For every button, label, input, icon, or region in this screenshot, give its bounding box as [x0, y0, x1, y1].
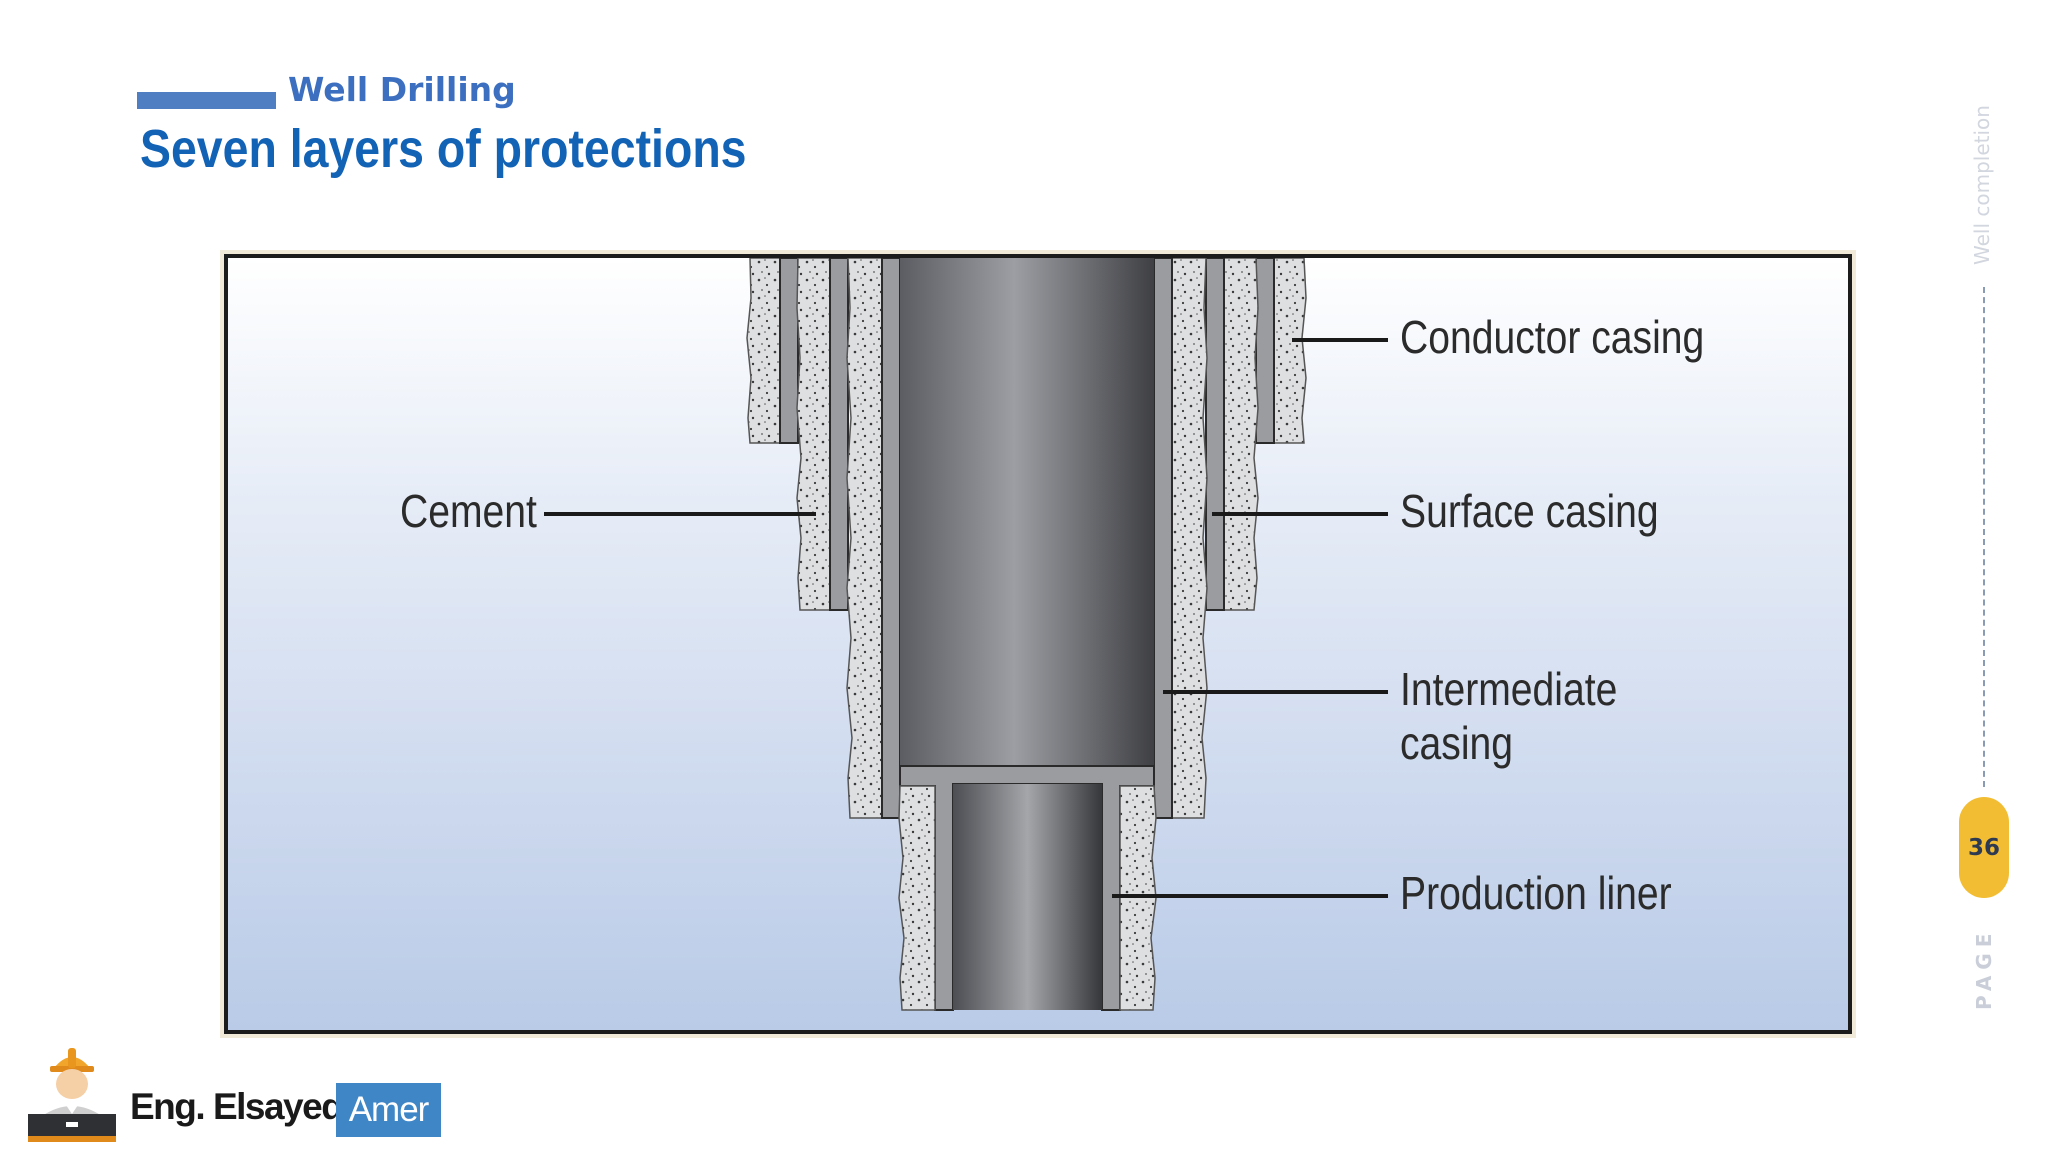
cement-band — [746, 258, 781, 444]
intermediate-casing-label-line2: casing — [1400, 717, 1514, 769]
conductor-casing-label: Conductor casing — [1400, 311, 1705, 363]
cement-band — [898, 785, 936, 1011]
cement-band — [1171, 258, 1208, 819]
conductor-casing-wall — [779, 258, 799, 444]
cement-label: Cement — [400, 485, 537, 537]
main-wellbore — [900, 258, 1154, 766]
intermediate-casing-wall — [1153, 258, 1173, 819]
well-casing-diagram: Cement Conductor casing Surface casing I… — [224, 254, 1852, 1034]
page-word-label: PAGE — [1972, 927, 1996, 1010]
surface-casing-wall — [829, 258, 849, 611]
author-badge: Amer — [336, 1083, 441, 1137]
surface-casing-wall — [1205, 258, 1225, 611]
author-badge-text: Amer — [348, 1090, 430, 1129]
intermediate-casing-wall — [881, 258, 901, 819]
page-number-badge: 36 — [1959, 797, 2009, 898]
slide-title: Seven layers of protections — [140, 119, 747, 179]
section-subtitle: Well Drilling — [288, 70, 516, 109]
section-side-label: Well completion — [1970, 105, 1994, 265]
page-number: 36 — [1967, 834, 2000, 861]
production-liner-label: Production liner — [1400, 867, 1672, 919]
author-name: Eng. Elsayed — [130, 1086, 344, 1127]
surface-casing-label: Surface casing — [1400, 485, 1659, 537]
header-accent-bar — [137, 92, 276, 109]
conductor-casing-wall — [1255, 258, 1275, 444]
side-dashed-line — [1983, 287, 1985, 787]
engineer-avatar-icon — [28, 1048, 116, 1142]
cement-band — [846, 258, 883, 819]
diagram-frame: Cement Conductor casing Surface casing I… — [220, 250, 1856, 1038]
cement-band — [1273, 258, 1307, 444]
liner-bore — [953, 784, 1102, 1010]
cement-band — [796, 258, 831, 611]
cement-band — [1223, 258, 1259, 611]
casing-cross-section — [544, 258, 1388, 1011]
intermediate-casing-label-line1: Intermediate — [1400, 663, 1618, 715]
